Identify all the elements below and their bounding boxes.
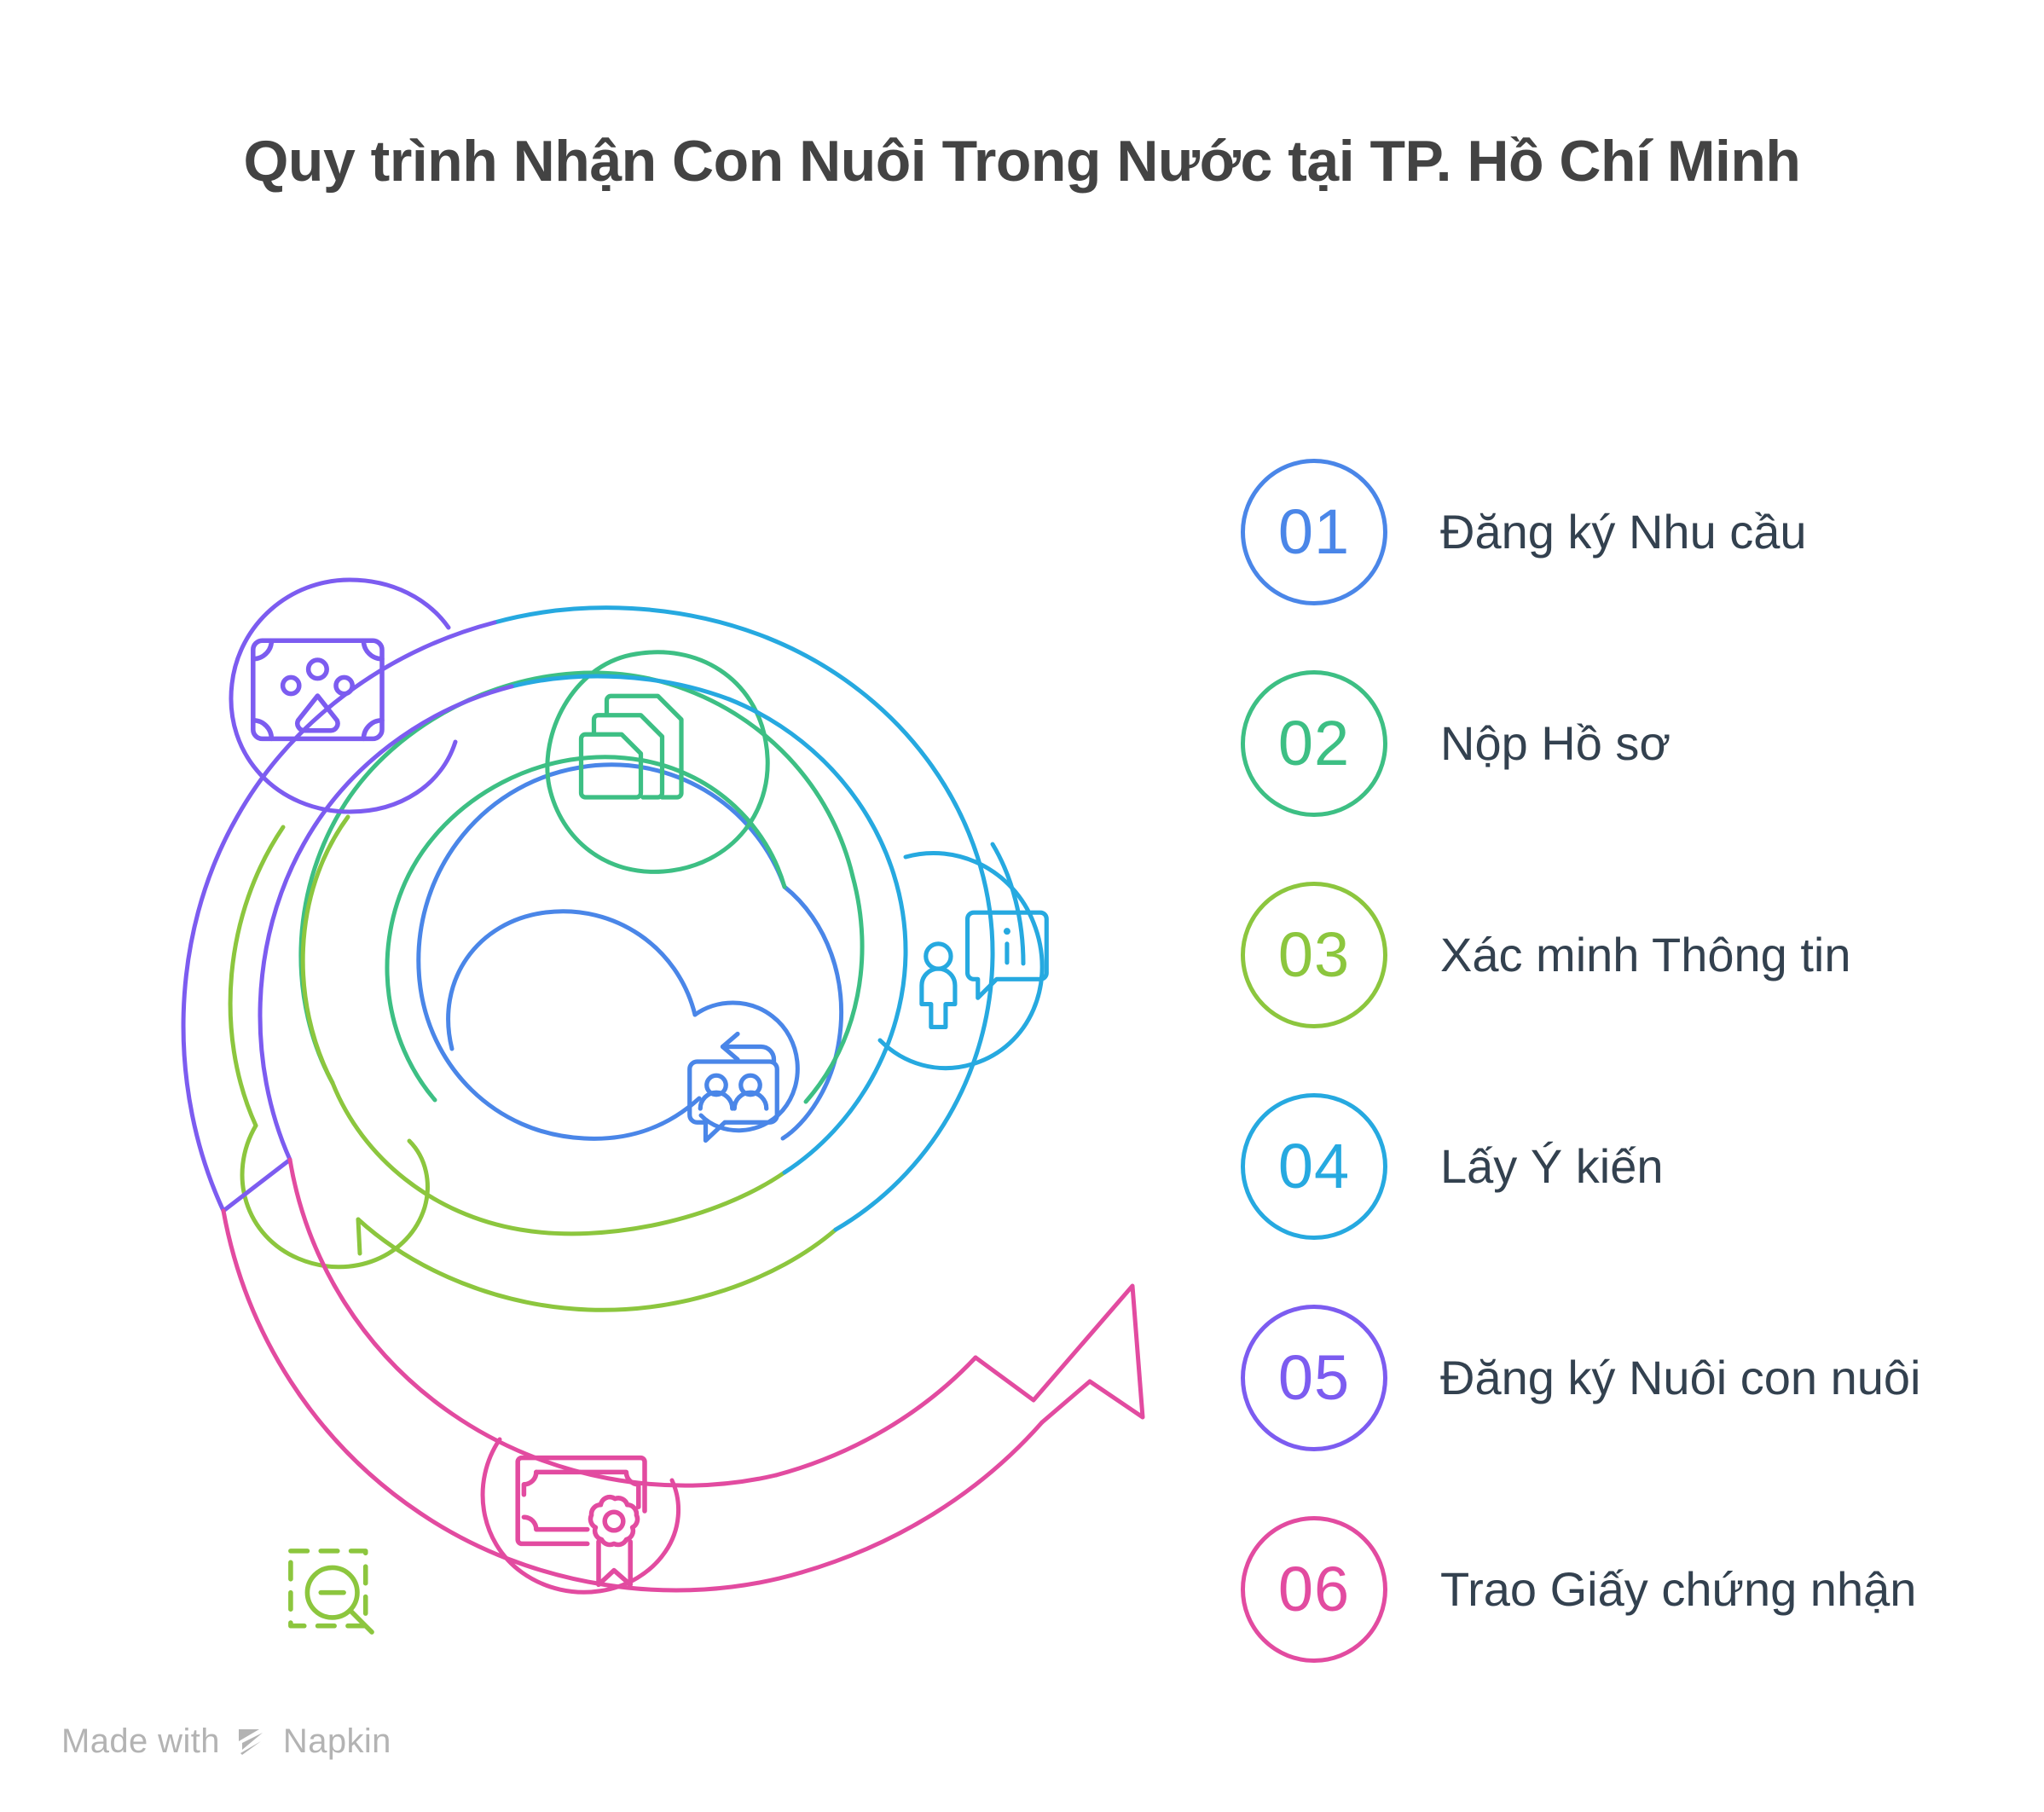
legend-label-03: Xác minh Thông tin [1440,928,1851,982]
spiral-segment-01 [416,762,844,1141]
legend-number-05: 05 [1277,1342,1351,1413]
segment-05-outer-edge [181,620,497,1213]
spiral-segment-06 [221,1157,1145,1595]
segment-05-inner-edge [258,684,514,1162]
paw-certificate-icon [251,638,385,742]
people-chat-reply-icon [687,1031,779,1143]
segment-03-outer-edge [228,825,286,1128]
spiral-segment-05 [181,577,514,1213]
segment-04-inner-edge [727,697,908,1175]
legend-badge-02: 02 [1241,670,1387,817]
segment-01-outer-edge [416,762,787,1141]
legend-badge-05: 05 [1241,1305,1387,1451]
segment-02-inner-edge [385,755,787,1103]
segment-03-inner-edge-2 [330,1080,787,1236]
arrow-head-icon [973,1283,1145,1425]
documents-stack-icon [578,693,684,800]
segment-04-icon-bubble [877,851,1045,1071]
segment-04-bubble-outer-join [990,842,1026,966]
legend-label-01: Đăng ký Nhu cầu [1440,505,1807,559]
napkin-watermark: Made with Napkin [61,1722,391,1761]
legend-badge-06: 06 [1241,1516,1387,1663]
legend-label-05: Đăng ký Nuôi con nuôi [1440,1351,1921,1405]
spiral-process-diagram [34,367,1245,1646]
segment-02-outer-edge [298,670,855,1085]
watermark-made-with-label: Made with [61,1722,220,1760]
segment-02-bubble-lead-in [545,652,634,789]
segment-01-icon-bubble [692,1000,800,1133]
legend-item-06[interactable]: 06 Trao Giấy chứng nhận [1241,1484,2008,1695]
napkin-logo-icon [234,1724,269,1760]
legend-item-03[interactable]: 03 Xác minh Thông tin [1241,849,2008,1061]
segment-05-end-blue-tip [221,1157,292,1213]
segment-01-inner-edge [446,909,698,1051]
legend-number-02: 02 [1277,708,1351,779]
segment-04-tail-inner [509,674,732,702]
page-title: Quy trình Nhận Con Nuôi Trong Nước tại T… [243,129,1801,194]
segment-05-bubble-join-top [347,577,451,630]
person-info-bubble-icon [919,910,1049,1029]
legend-number-01: 01 [1277,496,1351,567]
segment-05-icon-bubble [229,577,458,814]
segment-06-arrow-upper [773,1355,978,1478]
segment-02-icon-bubble [547,650,770,874]
magnifier-minus-dashed-box-icon [288,1549,374,1635]
spiral-diagram-svg [181,577,1145,1635]
legend-label-04: Lấy Ý kiến [1440,1139,1664,1194]
segment-03-outer-edge-2 [356,1217,838,1312]
segment-06-arrow-lower [799,1420,1045,1575]
legend-item-05[interactable]: 05 Đăng ký Nuôi con nuôi [1241,1272,2008,1484]
certificate-award-icon [515,1455,647,1588]
segment-01-bubble-outer [780,884,844,1141]
segment-03-icon-bubble [240,1123,430,1270]
spiral-segment-02 [298,650,865,1104]
segment-04-outer-edge [765,635,995,1232]
legend-item-02[interactable]: 02 Nộp Hồ sơ [1241,638,2008,849]
spiral-segment-04 [492,605,1045,1232]
legend-number-06: 06 [1277,1554,1351,1624]
legend-list: 01 Đăng ký Nhu cầu 02 Nộp Hồ sơ 03 Xác m… [1241,426,2008,1695]
legend-item-04[interactable]: 04 Lấy Ý kiến [1241,1061,2008,1272]
legend-badge-04: 04 [1241,1093,1387,1240]
segment-03-inner-edge [300,814,350,1085]
watermark-brand-label: Napkin [282,1722,391,1760]
spiral-segment-03 [228,814,838,1312]
segment-06-inner-edge [287,1157,779,1488]
legend-label-06: Trao Giấy chứng nhận [1440,1562,1917,1617]
legend-item-01[interactable]: 01 Đăng ký Nhu cầu [1241,426,2008,638]
segment-03-bubble-join [356,1217,362,1256]
segment-06-outer-edge [221,1208,804,1593]
segment-06-icon-bubble [480,1437,681,1595]
legend-label-02: Nộp Hồ sơ [1440,716,1671,771]
legend-number-03: 03 [1277,919,1351,990]
legend-badge-01: 01 [1241,459,1387,605]
legend-badge-03: 03 [1241,882,1387,1028]
segment-02-tail [803,874,865,1104]
segment-04-tail [492,605,770,640]
legend-number-04: 04 [1277,1131,1351,1201]
